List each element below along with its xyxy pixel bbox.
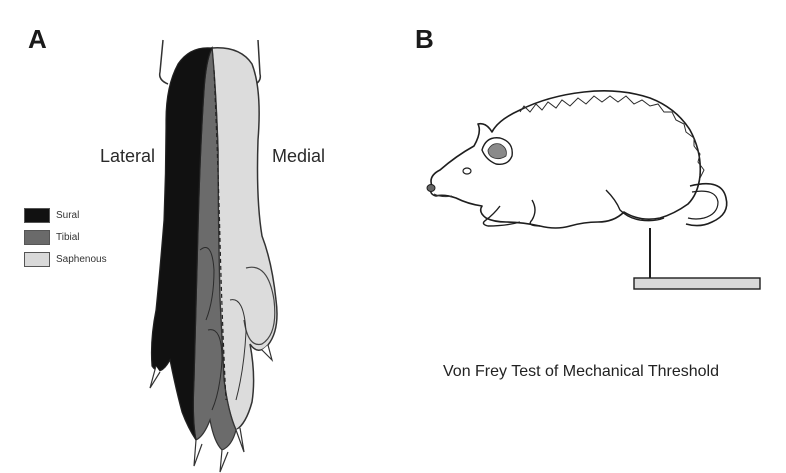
rat-body-outline xyxy=(431,91,701,228)
figure-caption: Von Frey Test of Mechanical Threshold xyxy=(443,363,719,381)
rat-nose xyxy=(427,185,435,192)
von-frey-platform xyxy=(634,278,760,289)
rat-eye xyxy=(463,168,471,174)
